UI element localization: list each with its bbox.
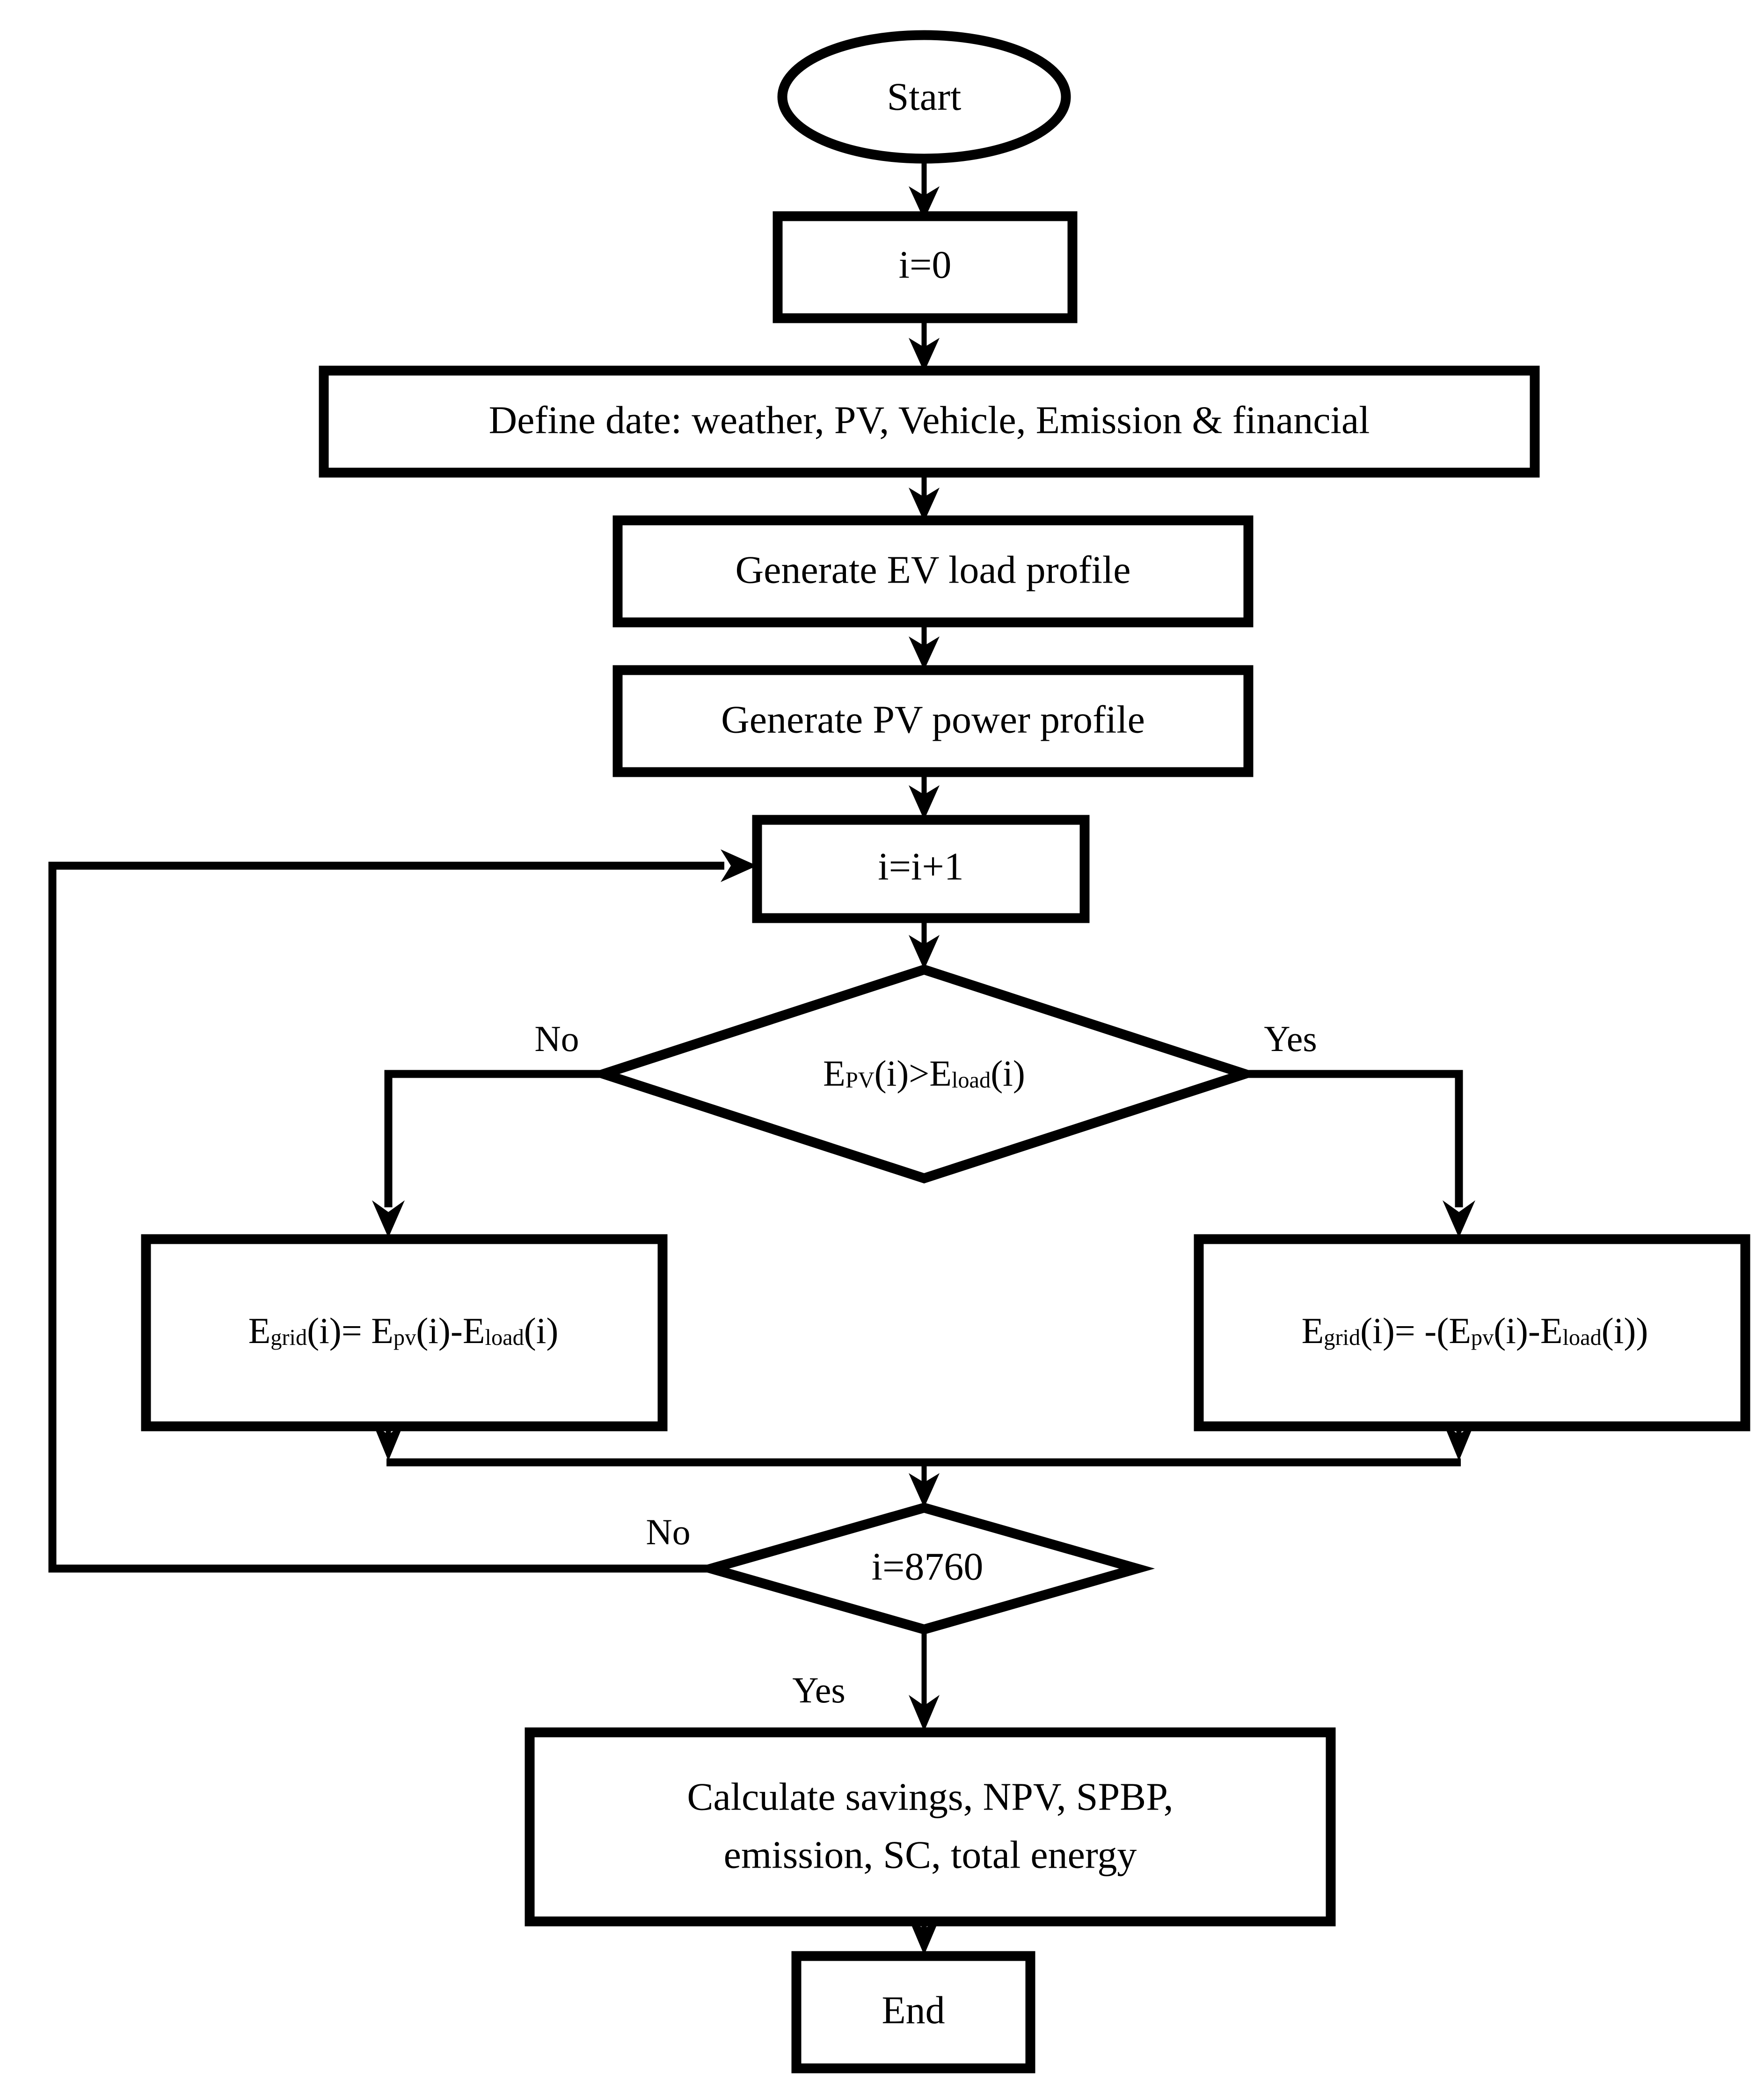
- node-start[interactable]: Start: [777, 30, 1071, 164]
- connector-pv-to-increment: [909, 772, 940, 820]
- node-end[interactable]: End: [791, 1951, 1035, 2073]
- connector-init-to-define: [909, 318, 940, 372]
- edge-label-loop-yes: Yes: [792, 1670, 846, 1710]
- node-grid-positive-label: Egrid(i)= Epv(i)-Eload(i): [248, 1310, 559, 1351]
- edge-label-compare-no: No: [534, 1018, 579, 1059]
- connector-decision-yes: [1245, 1070, 1475, 1238]
- node-define-data[interactable]: Define date: weather, PV, Vehicle, Emiss…: [319, 365, 1540, 478]
- connector-loopback: [48, 849, 757, 1573]
- connector-increment-to-decision: [909, 918, 940, 970]
- edge-label-compare-yes: Yes: [1264, 1018, 1317, 1059]
- node-end-label: End: [882, 1988, 945, 2032]
- node-decision-loop[interactable]: i=8760: [693, 1503, 1155, 1635]
- connector-ev-to-pv: [909, 622, 940, 670]
- node-ev-profile-label: Generate EV load profile: [735, 548, 1130, 591]
- node-calculate-label-line2: emission, SC, total energy: [724, 1833, 1137, 1876]
- node-define-data-label: Define date: weather, PV, Vehicle, Emiss…: [488, 398, 1370, 442]
- node-grid-negative-label: Egrid(i)= -(Epv(i)-Eload(i)): [1302, 1310, 1648, 1351]
- connector-loop-yes: [909, 1629, 940, 1731]
- connector-define-to-ev: [909, 473, 940, 522]
- node-init-label: i=0: [899, 243, 952, 286]
- connector-decision-no: [372, 1070, 604, 1238]
- node-increment-label: i=i+1: [878, 845, 963, 888]
- node-init[interactable]: i=0: [773, 211, 1078, 323]
- node-pv-profile[interactable]: Generate PV power profile: [612, 665, 1254, 777]
- node-grid-positive[interactable]: Egrid(i)= Epv(i)-Eload(i): [141, 1234, 668, 1431]
- node-calculate[interactable]: Calculate savings, NPV, SPBP, emission, …: [525, 1727, 1336, 1927]
- node-calculate-label-line1: Calculate savings, NPV, SPBP,: [687, 1775, 1173, 1818]
- node-decision-compare-label: EPV(i)>Eload(i): [823, 1053, 1025, 1094]
- node-pv-profile-label: Generate PV power profile: [721, 698, 1145, 741]
- node-increment[interactable]: i=i+1: [752, 815, 1090, 923]
- node-decision-compare[interactable]: EPV(i)>Eload(i): [588, 964, 1261, 1184]
- node-start-label: Start: [887, 75, 962, 118]
- node-ev-profile[interactable]: Generate EV load profile: [612, 515, 1254, 628]
- node-grid-negative[interactable]: Egrid(i)= -(Epv(i)-Eload(i)): [1194, 1234, 1750, 1431]
- node-decision-loop-label: i=8760: [872, 1545, 984, 1588]
- connector-start-to-init: [909, 158, 940, 220]
- connector-merge-bar: [386, 1458, 1461, 1508]
- edge-label-loop-no: No: [646, 1511, 690, 1552]
